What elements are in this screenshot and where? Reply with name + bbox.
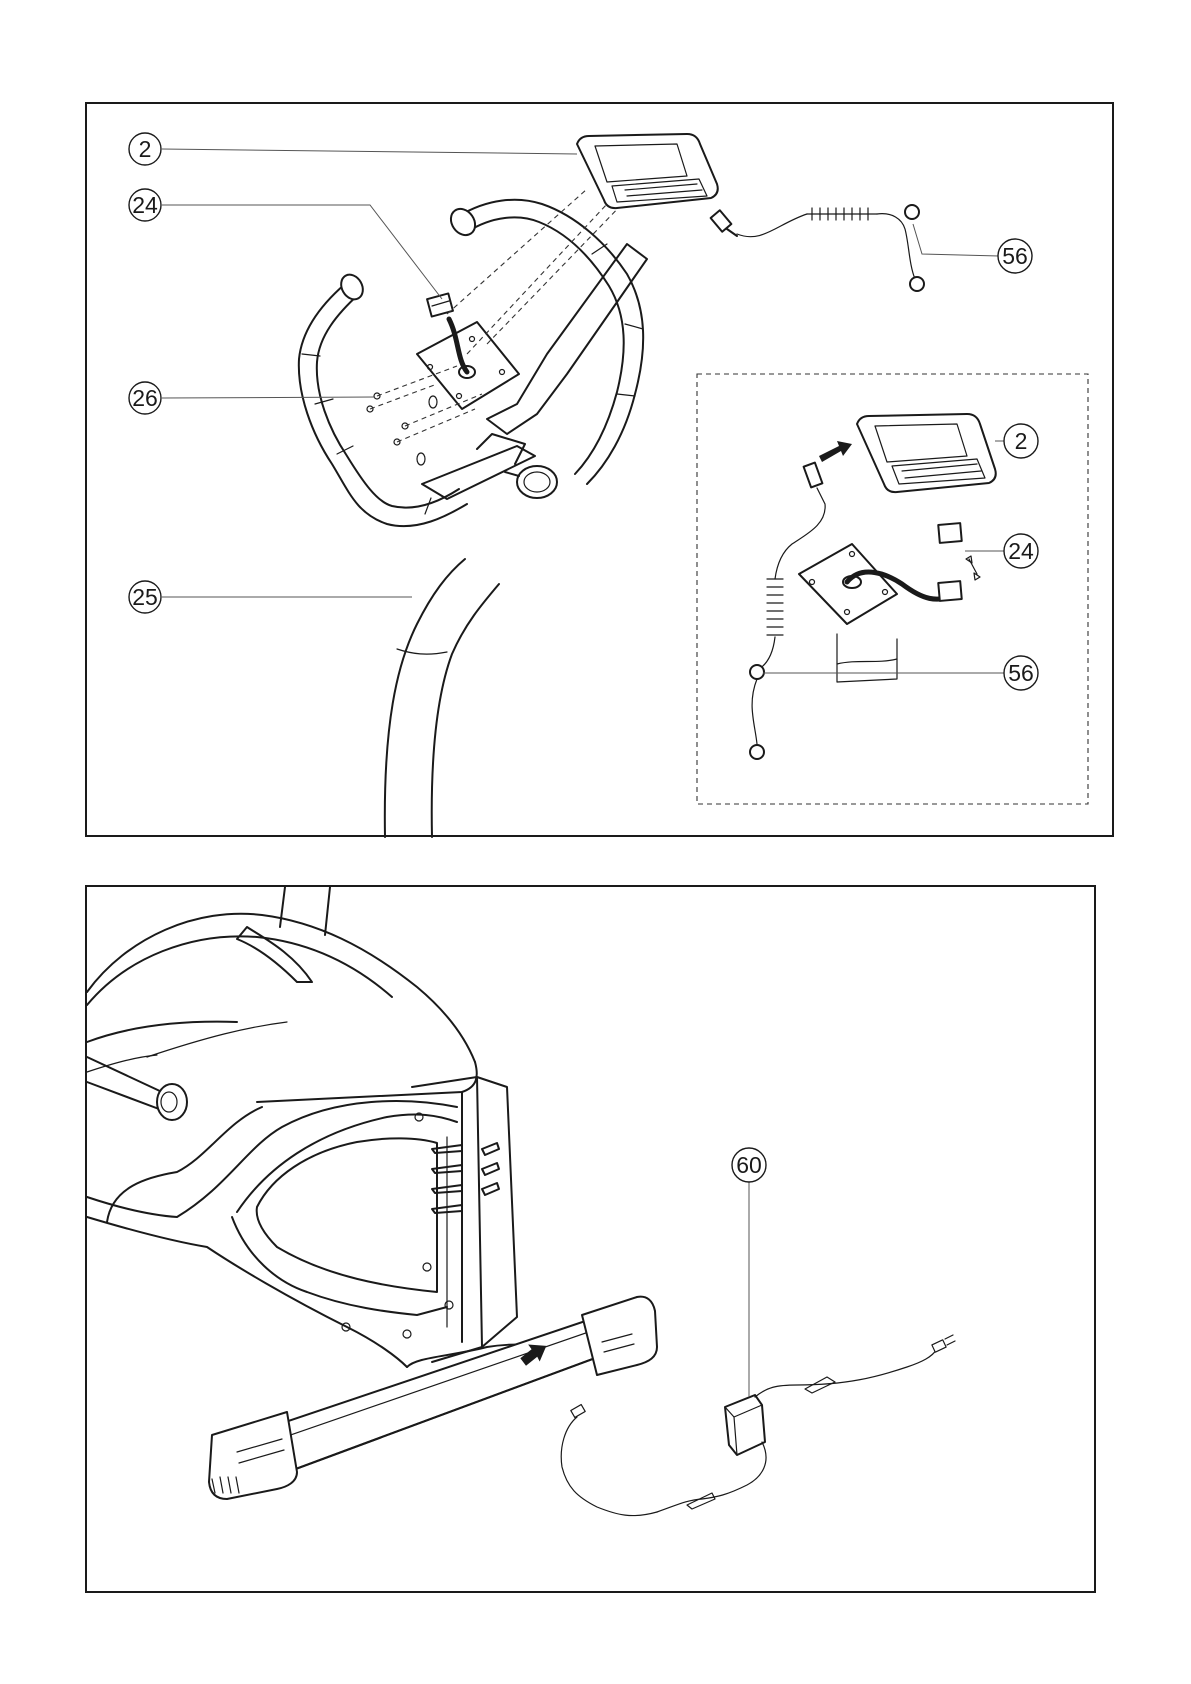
callout-56-label: 56 bbox=[1002, 243, 1028, 269]
console-drawing bbox=[577, 134, 718, 208]
callout-2: 2 bbox=[129, 133, 161, 165]
bike-frame-drawing bbox=[87, 887, 557, 1367]
callout-26: 26 bbox=[129, 382, 161, 414]
leader-lines-top bbox=[162, 149, 999, 597]
callout-24-label: 24 bbox=[132, 192, 158, 218]
inset-callout-24-label: 24 bbox=[1008, 538, 1034, 564]
inset-callout-2: 2 bbox=[1004, 424, 1038, 458]
bottom-assembly-panel: 60 bbox=[85, 885, 1096, 1593]
callout-25-label: 25 bbox=[132, 584, 158, 610]
top-assembly-panel: 2 24 26 25 56 bbox=[85, 102, 1114, 837]
callout-60-label: 60 bbox=[736, 1152, 762, 1178]
inset-callout-24: 24 bbox=[1004, 534, 1038, 568]
mounting-plate-drawing bbox=[417, 293, 519, 409]
callout-2-label: 2 bbox=[139, 136, 152, 162]
callout-56: 56 bbox=[998, 239, 1032, 273]
callout-60: 60 bbox=[732, 1148, 766, 1182]
power-adapter-diagram: 60 bbox=[87, 887, 1098, 1595]
stabilizer-drawing bbox=[209, 1297, 657, 1499]
screws-drawing bbox=[367, 393, 408, 445]
callout-25: 25 bbox=[129, 581, 161, 613]
inset-callout-2-label: 2 bbox=[1015, 428, 1028, 454]
console-assembly-diagram: 2 24 26 25 56 bbox=[87, 104, 1116, 839]
callout-26-label: 26 bbox=[132, 385, 158, 411]
handlebar-drawing bbox=[299, 200, 647, 837]
callout-24: 24 bbox=[129, 189, 161, 221]
sensor-cable-drawing bbox=[711, 205, 924, 291]
inset-callout-56: 56 bbox=[1004, 656, 1038, 690]
alignment-lines bbox=[370, 189, 627, 442]
inset-callout-56-label: 56 bbox=[1008, 660, 1034, 686]
